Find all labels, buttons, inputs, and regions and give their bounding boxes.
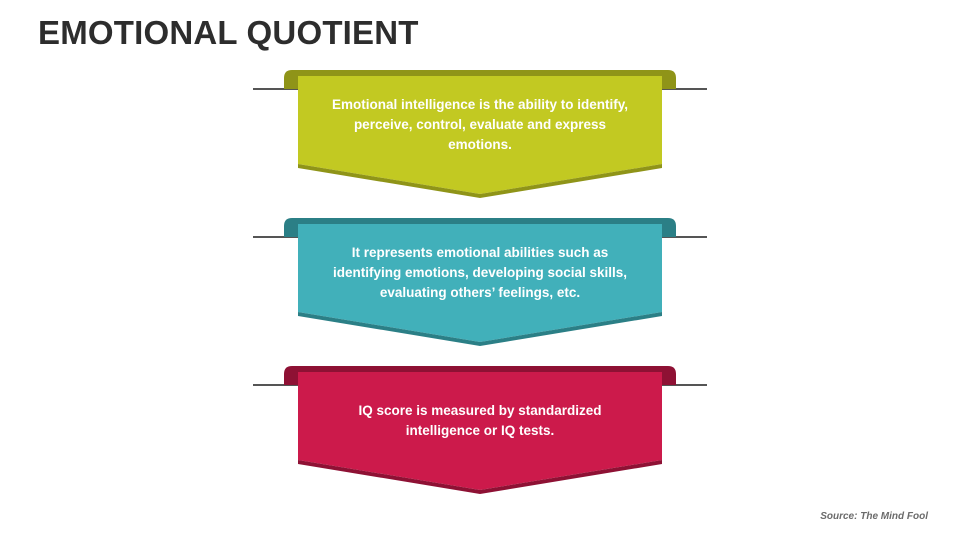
banner-2-text: It represents emotional abilities such a… [332,245,628,300]
banner-1-shape [253,70,707,198]
banner-1: Emotional intelligence is the ability to… [250,68,710,208]
banner-3: IQ score is measured by standardized int… [250,364,710,504]
banner-1-text: Emotional intelligence is the ability to… [331,97,629,152]
slide-title: EMOTIONAL QUOTIENT [38,14,419,51]
banner-3-shape [253,366,707,494]
banner-2: It represents emotional abilities such a… [250,216,710,356]
banner-3-text: IQ score is measured by standardized int… [358,403,602,438]
source-note: Source: The Mind Fool [820,511,928,522]
banner-2-shape [253,218,707,346]
